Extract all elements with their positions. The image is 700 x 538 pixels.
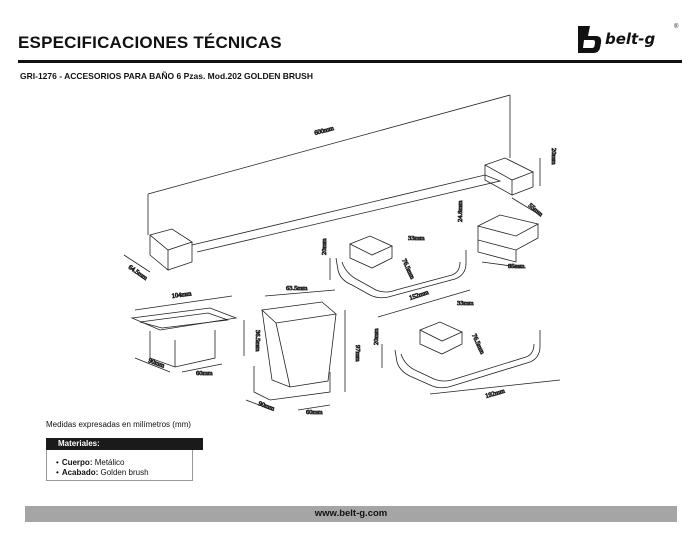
footer-website[interactable]: www.belt-g.com [25,506,677,522]
soap-base-label: 60mm [196,370,213,377]
cup-height-label: 97mm [354,345,361,362]
shelf-inner-label: 76.5mm [400,258,415,280]
soap-height-label: 36.5mm [254,330,261,352]
product-subtitle: GRI-1276 - ACCESORIOS PARA BAÑO 6 Pzas. … [20,71,313,81]
hook-width-label: 85mm [508,263,525,270]
shelf-drawing [329,235,471,318]
cup-base-label: 60mm [306,409,323,416]
header-divider [18,60,682,63]
technical-drawing: 600mm 20mm 64.5mm 55mm 85mm 24.8mm 33mm … [123,94,561,416]
shelf-depth-label: 33mm [408,235,425,242]
cup-width-label: 63.5mm [286,285,308,292]
units-note: Medidas expresadas en milímetros (mm) [46,420,191,429]
hook-height-label: 24.8mm [457,201,464,223]
material-item: Cuerpo: Metálico [56,458,149,468]
holder-width-label: 192mm [485,388,506,400]
materials-heading: Materiales: [46,438,203,450]
registered-mark: ® [674,24,679,30]
towel-bar-height-label: 20mm [550,148,557,165]
towel-bar-length-label: 600mm [314,125,335,137]
brand-name: belt-g [605,30,656,48]
belt-g-logo-icon [578,26,602,53]
cup-depth-label: 90mm [257,400,275,412]
tumbler-drawing [245,289,346,411]
robe-hook-drawing [476,197,541,269]
holder-height-label: 20mm [373,328,380,345]
towel-bar-depth-label: 64.5mm [127,264,149,282]
page-title: ESPECIFICACIONES TÉCNICAS [18,33,282,52]
soap-dish-drawing [130,295,245,373]
holder-depth-label: 33mm [457,300,474,307]
soap-depth-label: 90mm [147,357,165,369]
material-item: Acabado: Golden brush [56,468,149,478]
soap-width-label: 104mm [171,290,192,300]
materials-list: Cuerpo: Metálico Acabado: Golden brush [56,458,149,478]
towel-bar-drawing [123,94,541,273]
towel-holder-drawing [381,321,561,395]
holder-inner-label: 76.5mm [470,333,485,355]
hook-depth-label: 55mm [527,202,544,218]
shelf-height-label: 20mm [321,238,328,255]
